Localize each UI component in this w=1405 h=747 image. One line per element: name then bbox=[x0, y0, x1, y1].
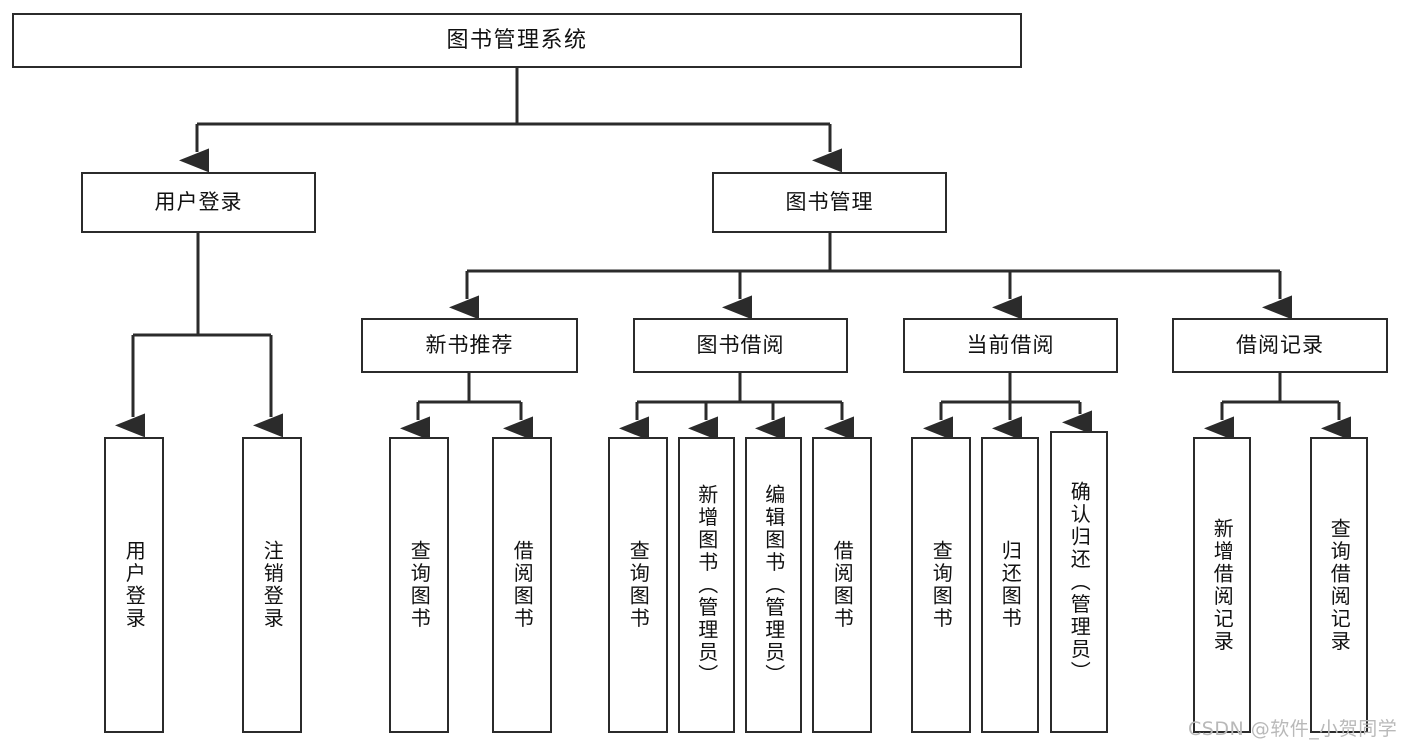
leaf-add-borrow-record[interactable]: 新增借阅记录 bbox=[1193, 437, 1251, 733]
node-label: 借阅图书 bbox=[830, 540, 855, 630]
node-label: 图书管理 bbox=[785, 190, 874, 215]
node-label: 新增借阅记录 bbox=[1210, 517, 1235, 653]
leaf-query-borrow-record[interactable]: 查询借阅记录 bbox=[1310, 437, 1368, 733]
node-label: 图书借阅 bbox=[696, 333, 785, 358]
node-label: 查询图书 bbox=[407, 540, 432, 630]
node-label: 查询图书 bbox=[929, 540, 954, 630]
node-label: 当前借阅 bbox=[966, 333, 1055, 358]
node-label: 借阅图书 bbox=[510, 540, 535, 630]
node-label: 新增图书（管理员） bbox=[694, 483, 719, 687]
node-user-login[interactable]: 用户登录 bbox=[81, 172, 316, 233]
node-label: 编辑图书（管理员） bbox=[761, 483, 786, 687]
node-book-borrow[interactable]: 图书借阅 bbox=[633, 318, 848, 373]
node-label: 归还图书 bbox=[998, 540, 1023, 630]
leaf-user-login[interactable]: 用户登录 bbox=[104, 437, 164, 733]
node-book-management[interactable]: 图书管理 bbox=[712, 172, 947, 233]
node-label: 查询图书 bbox=[626, 540, 651, 630]
leaf-edit-book-admin[interactable]: 编辑图书（管理员） bbox=[745, 437, 802, 733]
node-label: 新书推荐 bbox=[425, 333, 514, 358]
leaf-return-book[interactable]: 归还图书 bbox=[981, 437, 1039, 733]
node-borrow-record[interactable]: 借阅记录 bbox=[1172, 318, 1388, 373]
leaf-add-book-admin[interactable]: 新增图书（管理员） bbox=[678, 437, 735, 733]
node-label: 用户登录 bbox=[154, 190, 243, 215]
watermark-text: CSDN @软件_小贺同学 bbox=[1188, 718, 1398, 740]
node-current-borrow[interactable]: 当前借阅 bbox=[903, 318, 1118, 373]
leaf-query-book-borrow[interactable]: 查询图书 bbox=[608, 437, 668, 733]
node-new-book-recommend[interactable]: 新书推荐 bbox=[361, 318, 578, 373]
leaf-borrow-book[interactable]: 借阅图书 bbox=[812, 437, 872, 733]
node-label: 图书管理系统 bbox=[446, 27, 588, 53]
node-root-system[interactable]: 图书管理系统 bbox=[12, 13, 1022, 68]
node-label: 用户登录 bbox=[122, 540, 147, 630]
leaf-query-book-current[interactable]: 查询图书 bbox=[911, 437, 971, 733]
leaf-user-logout[interactable]: 注销登录 bbox=[242, 437, 302, 733]
node-label: 查询借阅记录 bbox=[1327, 517, 1352, 653]
node-label: 确认归还（管理员） bbox=[1067, 480, 1092, 684]
leaf-query-book-recommend[interactable]: 查询图书 bbox=[389, 437, 449, 733]
leaf-confirm-return-admin[interactable]: 确认归还（管理员） bbox=[1050, 431, 1108, 733]
node-label: 注销登录 bbox=[260, 540, 285, 630]
leaf-borrow-book-recommend[interactable]: 借阅图书 bbox=[492, 437, 552, 733]
node-label: 借阅记录 bbox=[1236, 333, 1324, 358]
